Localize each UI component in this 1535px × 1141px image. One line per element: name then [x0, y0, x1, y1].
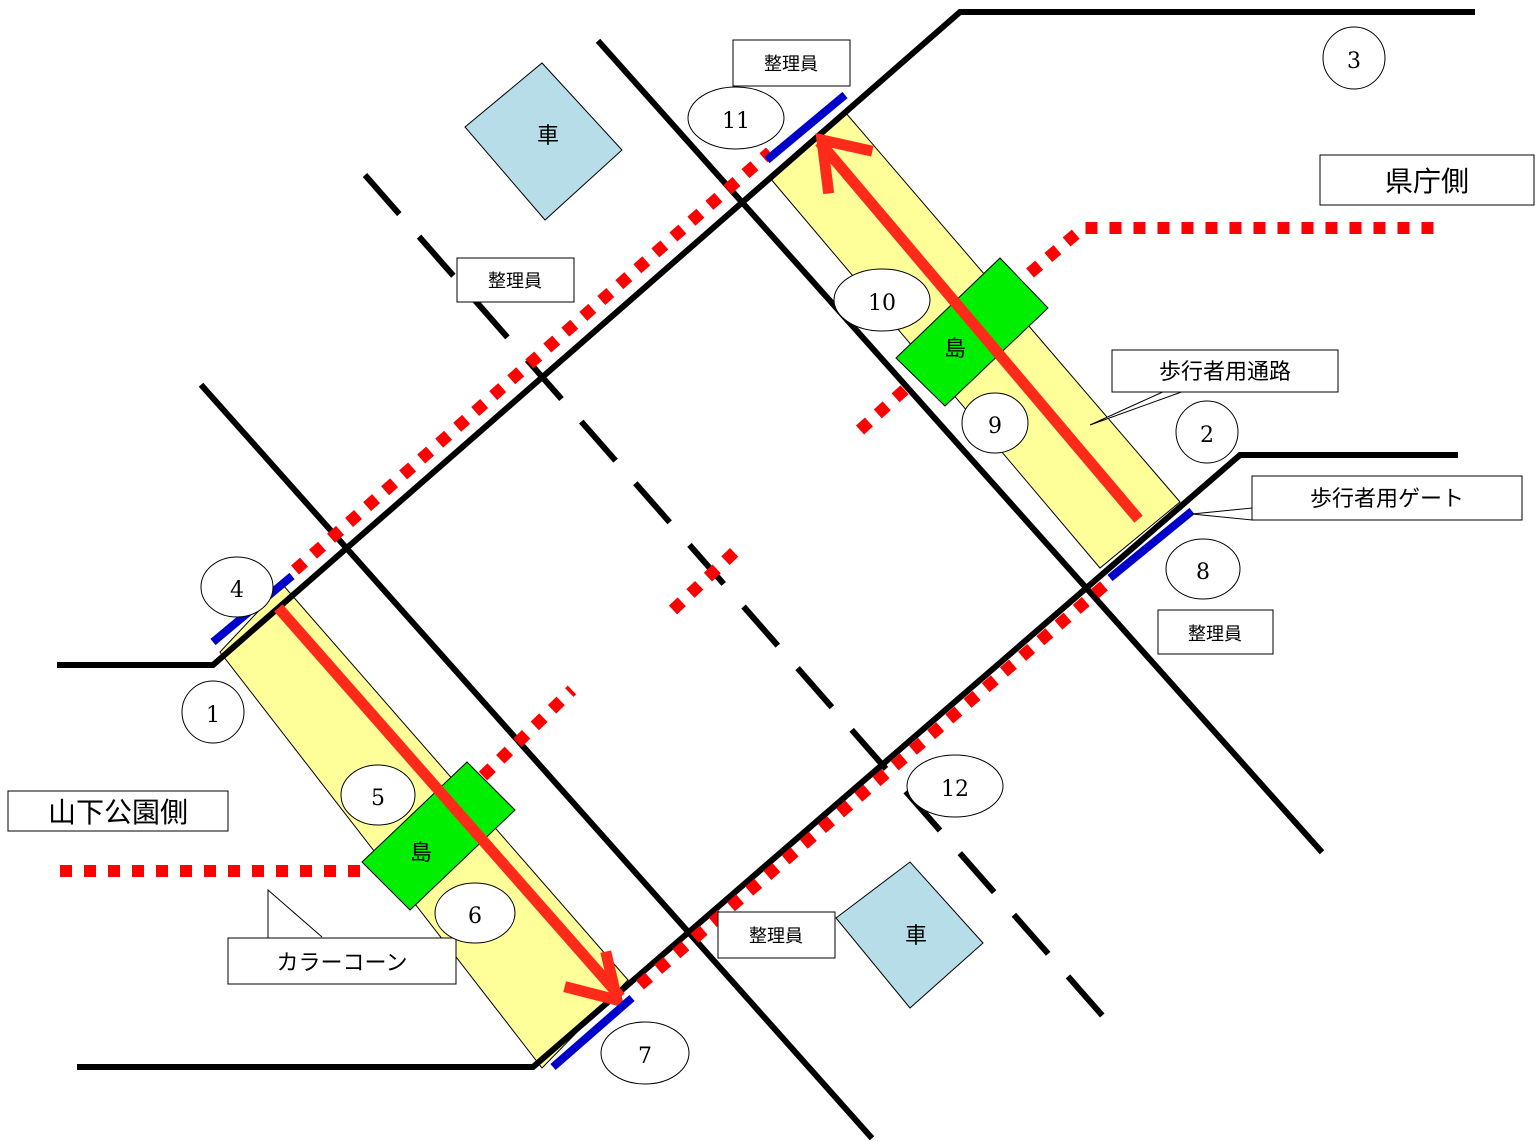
- road-lines: [57, 9, 1475, 1141]
- box-staff-east: 整理員: [1157, 609, 1274, 655]
- svg-text:4: 4: [230, 578, 244, 603]
- svg-text:10: 10: [868, 291, 896, 316]
- svg-text:7: 7: [638, 1044, 652, 1069]
- walkway-callout-pointer: [1089, 389, 1188, 426]
- car-north-label: 車: [537, 124, 559, 149]
- car-north: 車: [464, 62, 623, 221]
- road-edge-northwest: [57, 9, 1475, 668]
- box-walkway: 歩行者用通路: [1111, 349, 1339, 393]
- marker-11: 11: [687, 86, 785, 150]
- marker-9: 9: [961, 392, 1029, 454]
- walk-arrow-southbound: [274, 604, 625, 1008]
- marker-12: 12: [906, 754, 1004, 818]
- island-east: 島: [895, 257, 1049, 407]
- svg-text:11: 11: [722, 109, 750, 134]
- svg-text:6: 6: [468, 904, 482, 929]
- box-gate: 歩行者用ゲート: [1251, 475, 1523, 521]
- marker-3: 3: [1322, 26, 1386, 90]
- box-kencho: 県庁側: [1319, 154, 1535, 206]
- island-east-label: 島: [944, 337, 966, 362]
- cone-line-northwest: [291, 147, 774, 575]
- svg-text:1: 1: [206, 703, 220, 728]
- road-edge-southeast: [77, 452, 1458, 1070]
- island-west: 島: [361, 761, 516, 911]
- gate-11: [764, 91, 848, 164]
- cone-line-west-island: [478, 685, 577, 781]
- svg-text:3: 3: [1347, 49, 1361, 74]
- svg-text:8: 8: [1196, 560, 1210, 585]
- label-walkway: 歩行者用通路: [1159, 360, 1291, 385]
- gate-callout-pointer: [1191, 507, 1253, 521]
- walk-arrow-northbound: [815, 132, 1143, 523]
- label-staff-south: 整理員: [749, 926, 803, 947]
- svg-text:5: 5: [371, 786, 385, 811]
- road-line-west: [198, 382, 875, 1141]
- center-dashed-line: [362, 173, 1118, 1032]
- box-yamashita: 山下公園側: [7, 790, 229, 832]
- island-west-label: 島: [410, 841, 432, 866]
- label-gate: 歩行者用ゲート: [1310, 487, 1464, 512]
- marker-7: 7: [600, 1021, 690, 1085]
- label-staff-north: 整理員: [764, 54, 818, 75]
- cone-line-east-island: [855, 378, 917, 435]
- cone-line-east-street: [1026, 222, 1440, 278]
- box-staff-north: 整理員: [732, 39, 851, 87]
- label-cone: カラーコーン: [277, 951, 408, 976]
- car-south: 車: [835, 861, 984, 1009]
- label-staff-west: 整理員: [488, 271, 542, 292]
- car-south-label: 車: [905, 924, 927, 949]
- label-yamashita: 山下公園側: [48, 796, 188, 829]
- marker-6: 6: [434, 882, 516, 944]
- label-kencho: 県庁側: [1385, 165, 1469, 198]
- gate-8: [1107, 507, 1195, 582]
- label-staff-east: 整理員: [1188, 624, 1242, 645]
- marker-8: 8: [1165, 538, 1241, 600]
- box-staff-west: 整理員: [456, 257, 575, 303]
- marker-5: 5: [340, 764, 416, 826]
- marker-1: 1: [181, 680, 245, 744]
- gate-7: [550, 994, 635, 1071]
- cone-callout-pointer: [267, 888, 323, 938]
- marker-10: 10: [833, 268, 931, 332]
- marker-4: 4: [200, 556, 274, 618]
- road-line-east: [595, 38, 1325, 855]
- box-staff-south: 整理員: [717, 911, 836, 959]
- svg-text:12: 12: [941, 777, 969, 802]
- svg-text:2: 2: [1200, 423, 1214, 448]
- marker-2: 2: [1175, 400, 1239, 464]
- box-cone: カラーコーン: [227, 937, 457, 985]
- cone-line-center: [668, 540, 747, 615]
- svg-text:9: 9: [988, 414, 1002, 439]
